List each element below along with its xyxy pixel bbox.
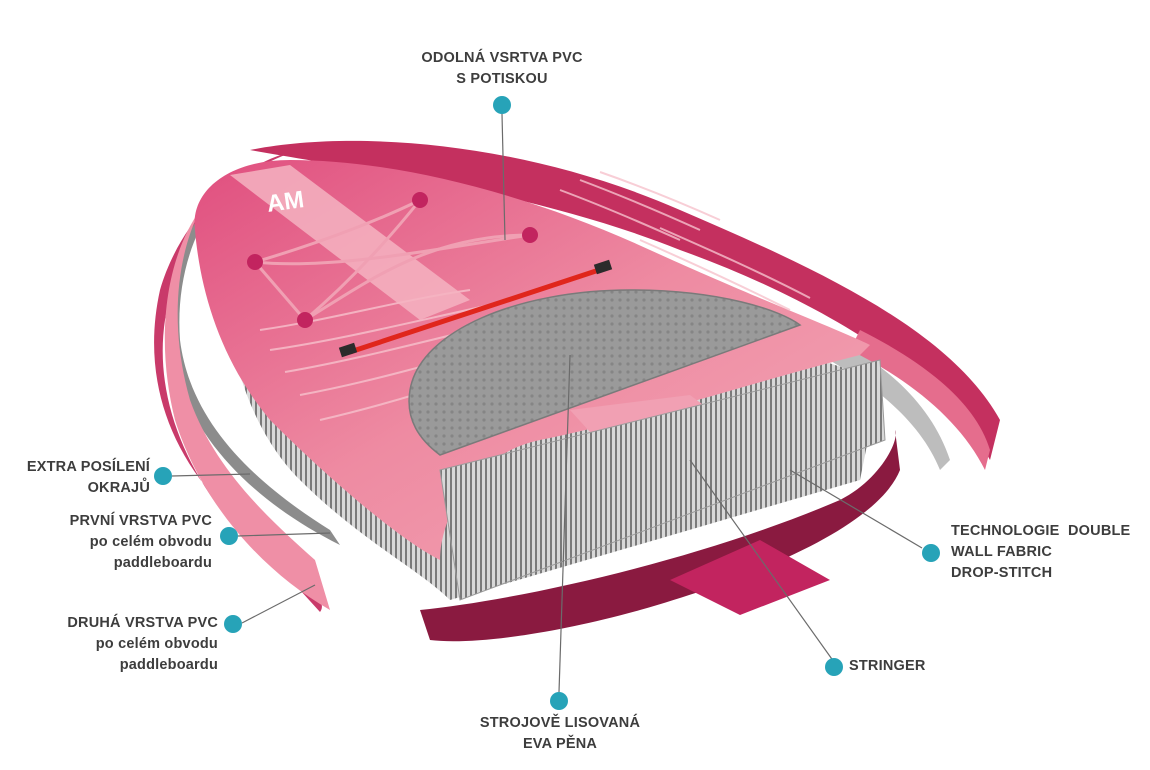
d-ring-3 — [412, 192, 428, 208]
deck-center-band — [230, 165, 470, 320]
callout-dot-top-layer — [493, 96, 511, 114]
d-ring-2 — [297, 312, 313, 328]
callout-rail-line2: OKRAJŮ — [87, 480, 150, 496]
d-ring-1 — [247, 254, 263, 270]
callout-stringer: STRINGER — [849, 656, 926, 677]
pink-right-layer — [850, 330, 990, 470]
callout-rail-line1: EXTRA POSÍLENÍ — [26, 459, 150, 475]
callout-top-layer: ODOLNÁ VSRTVA PVC S POTISKOU — [402, 48, 602, 90]
callout-second-pvc-line3: paddleboardu — [119, 657, 218, 673]
gray-right-layer — [810, 330, 950, 470]
callout-top-layer-line1: ODOLNÁ VSRTVA PVC — [421, 50, 583, 66]
callout-second-pvc-line2: po celém obvodu — [95, 636, 218, 652]
callout-first-pvc-line1: PRVNÍ VRSTVA PVC — [69, 513, 212, 529]
side-drop-stitch-wall — [439, 359, 886, 601]
callout-eva-foam: STROJOVĚ LISOVANÁ EVA PĚNA — [460, 713, 660, 755]
top-outer-ribbon — [250, 140, 1000, 460]
leader-lines — [171, 113, 923, 693]
callout-second-pvc: DRUHÁ VRSTVA PVC po celém obvodu paddleb… — [20, 613, 218, 676]
callout-eva-foam-line2: EVA PĚNA — [522, 736, 598, 752]
pink-rail-layer — [164, 210, 330, 610]
eva-foam-pad — [408, 289, 802, 456]
brand-logo: AM — [265, 186, 306, 218]
callout-first-pvc: PRVNÍ VRSTVA PVC po celém obvodu paddleb… — [20, 511, 212, 574]
callout-dot-first-pvc — [220, 527, 238, 545]
callout-drop-stitch-line2: WALL FABRIC — [951, 544, 1053, 560]
callout-eva-foam-line1: STROJOVĚ LISOVANÁ — [479, 715, 641, 731]
fin-box — [670, 540, 830, 615]
callout-first-pvc-line2: po celém obvodu — [89, 534, 212, 550]
d-ring-4 — [522, 227, 538, 243]
bungee-cords — [253, 198, 531, 322]
callout-dot-stringer — [825, 658, 843, 676]
bottom-hull — [420, 430, 900, 642]
callout-dot-rail-reinforcement — [154, 467, 172, 485]
callout-drop-stitch: TECHNOLOGIE DOUBLE WALL FABRIC DROP-STIT… — [951, 521, 1130, 584]
callout-stringer-line1: STRINGER — [849, 658, 926, 674]
callout-dot-second-pvc — [224, 615, 242, 633]
callout-drop-stitch-line3: DROP-STITCH — [951, 565, 1053, 581]
callout-rail-reinforcement: EXTRA POSÍLENÍ OKRAJŮ — [0, 457, 150, 499]
callout-dot-drop-stitch — [922, 544, 940, 562]
callout-first-pvc-line3: paddleboardu — [113, 555, 212, 571]
carry-handle-strap — [349, 265, 606, 355]
callout-top-layer-line2: S POTISKOU — [456, 71, 548, 87]
callout-dot-eva-foam — [550, 692, 568, 710]
callout-drop-stitch-line1: TECHNOLOGIE DOUBLE — [951, 523, 1131, 539]
callout-second-pvc-line1: DRUHÁ VRSTVA PVC — [67, 615, 218, 631]
